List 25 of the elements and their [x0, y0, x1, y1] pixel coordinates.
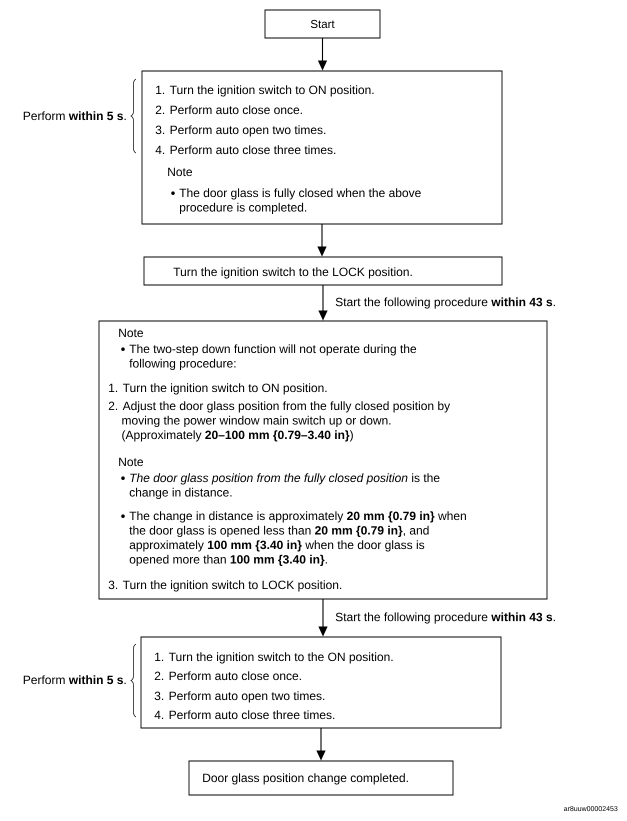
note-text: The door glass is fully closed when the above procedure is completed.: [179, 188, 421, 214]
note-heading: Note: [119, 328, 143, 338]
step-text: 3. Perform auto open two times.: [154, 691, 324, 702]
step-text: 2. Perform auto close once.: [154, 671, 301, 680]
note-text: The two-step down function will not operate during the following procedure:: [129, 344, 416, 370]
step-box: Turn the ignition switch to the LOCK position.: [144, 256, 502, 286]
note-heading: Note: [119, 458, 143, 466]
step-text: 4. Perform auto close three times.: [154, 710, 334, 720]
step-text: 1. Turn the ignition switch to ON position.: [156, 85, 374, 96]
note-heading: Note: [168, 168, 192, 176]
edge-label: Start the following procedure within 43 s.: [334, 611, 557, 625]
time-limit-text: Perform within 5 s.: [24, 111, 126, 120]
step-text: 3. Perform auto open two times.: [156, 125, 326, 136]
start-box: Start: [264, 10, 380, 38]
step-text: 1. Turn the ignition switch to the ON position.: [155, 652, 393, 664]
edge-label: Start the following procedure within 43 s.: [334, 296, 557, 310]
note-text: The door glass position from the fully closed position is the change in distance.: [130, 473, 440, 499]
step-text: 2. Adjust the door glass position from the fully closed position by moving the power window main switch up or down. (Approximately 20–100 mm {0.79–3.40 in}): [108, 401, 450, 442]
step-text: 4. Perform auto close three times.: [155, 145, 336, 154]
end-box: Door glass position change completed.: [188, 760, 454, 796]
step-text: 1. Turn the ignition switch to ON position.: [109, 383, 326, 394]
note-text: The change in distance is approximately 20 mm {0.79 in} when the door glass is opened less than 20 mm {0.79 in}, and approximately 100 mm {3.40 in} when the door glass is opened more than 100 mm {3.40 in}.: [129, 511, 466, 566]
step-text: 3. Turn the ignition switch to LOCK position.: [108, 580, 342, 592]
step-text: 2. Perform auto close once.: [156, 105, 302, 114]
time-limit-text: Perform within 5 s.: [24, 675, 126, 684]
